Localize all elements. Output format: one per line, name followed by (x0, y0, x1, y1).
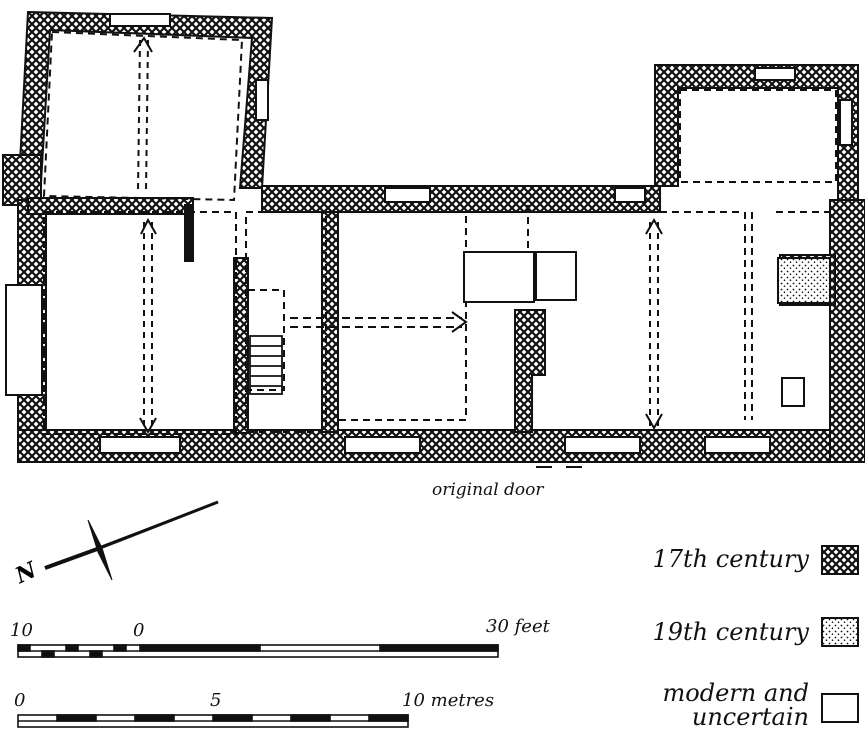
scale-bar-metres (17, 714, 409, 728)
legend-label-19th: 19th century (652, 618, 809, 646)
scale-feet-left: 10 (10, 620, 33, 641)
dashed-room-outlines (42, 30, 837, 435)
scale-metres-mid: 5 (210, 690, 222, 711)
legend-swatches (821, 545, 859, 723)
legend-swatch-19th (821, 617, 859, 647)
original-door-label: original door (432, 480, 544, 500)
legend-label-modern: modern and uncertain (663, 681, 809, 729)
legend-label-modern-line1: modern and (662, 679, 809, 707)
walls-19th-century (777, 257, 831, 304)
scale-metres-right: 10 metres (402, 690, 495, 711)
legend-swatch-17th (821, 545, 859, 575)
walls-17th-century (2, 10, 865, 463)
scale-feet-zero: 0 (133, 620, 145, 641)
scale-feet-right: 30 feet (486, 616, 550, 637)
scale-metres-zero: 0 (14, 690, 26, 711)
scale-bar-feet (17, 644, 499, 658)
room-span-arrows (133, 36, 663, 435)
legend-label-modern-line2: uncertain (691, 703, 809, 731)
legend-label-17th: 17th century (652, 545, 809, 573)
legend-swatch-modern (821, 693, 859, 723)
north-arrow (44, 500, 219, 581)
window-openings (5, 13, 853, 454)
staircase (249, 335, 283, 395)
fittings (184, 204, 805, 407)
